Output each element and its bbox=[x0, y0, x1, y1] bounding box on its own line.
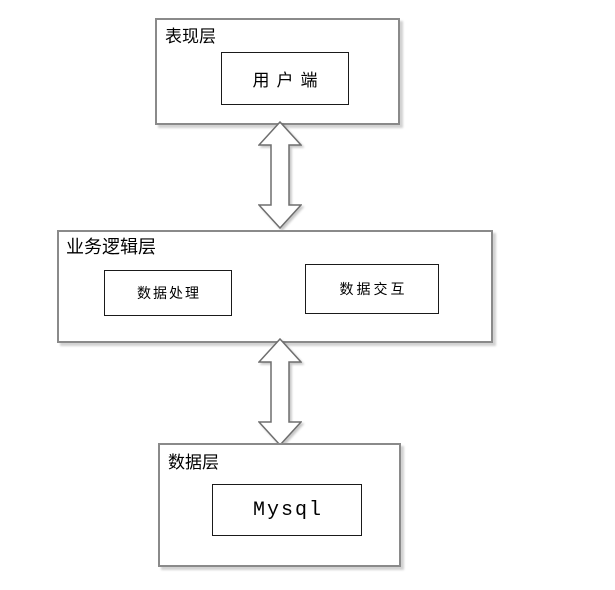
data-layer-label: 数据层 bbox=[168, 453, 219, 472]
double-arrow-vertical-icon bbox=[258, 338, 302, 446]
data-interaction-node: 数据交互 bbox=[305, 264, 439, 314]
business-logic-layer-box: 业务逻辑层 数据处理 数据交互 bbox=[57, 230, 493, 343]
business-logic-layer-label: 业务逻辑层 bbox=[66, 237, 156, 257]
client-node-label: 用户端 bbox=[252, 71, 325, 90]
mysql-node: Mysql bbox=[212, 484, 362, 536]
presentation-layer-box: 表现层 用户端 bbox=[155, 18, 400, 125]
mysql-node-label: Mysql bbox=[252, 498, 323, 522]
data-layer-box: 数据层 Mysql bbox=[158, 443, 401, 567]
double-arrow-vertical-icon bbox=[258, 121, 302, 229]
data-interaction-node-label: 数据交互 bbox=[339, 283, 408, 298]
presentation-layer-label: 表现层 bbox=[165, 27, 216, 46]
client-node: 用户端 bbox=[221, 52, 349, 105]
data-processing-node: 数据处理 bbox=[104, 270, 232, 316]
data-processing-node-label: 数据处理 bbox=[137, 287, 201, 302]
